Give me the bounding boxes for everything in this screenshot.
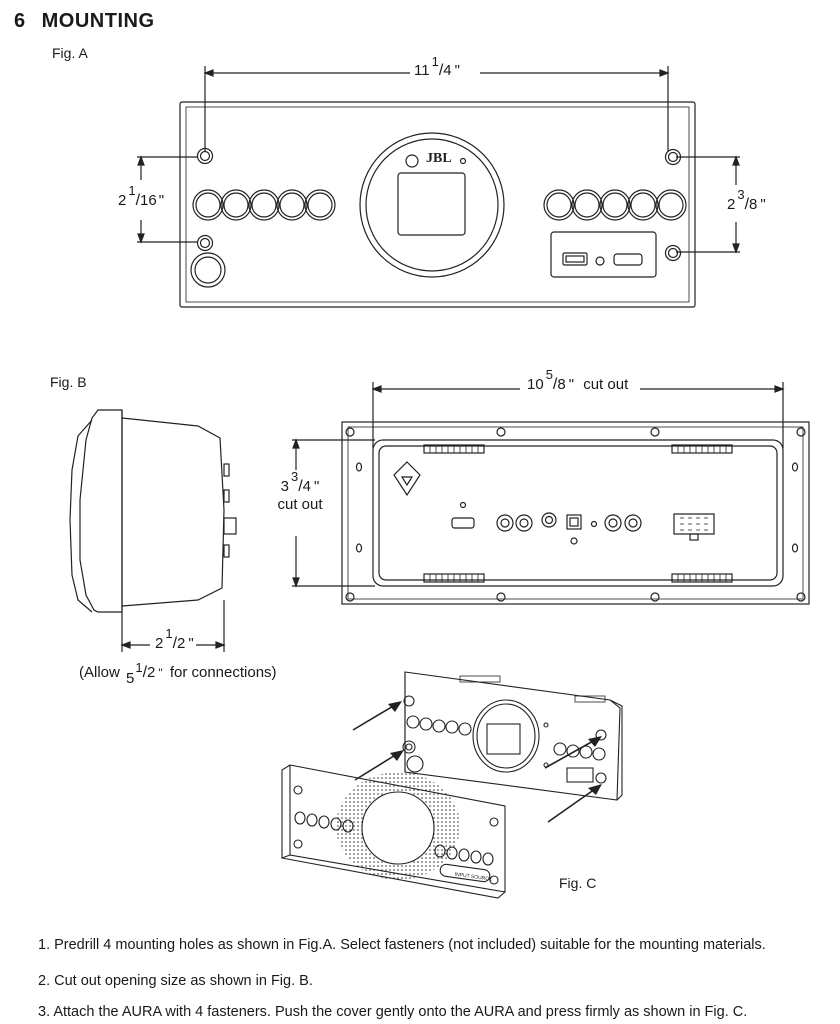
fig-b-cutout-height-dim: 33/4" cut out: [277, 469, 323, 513]
cover-badge-text: INPUT SOURCE: [454, 872, 493, 883]
dial-brand-logo: JBL: [426, 151, 452, 166]
fig-a-left-dim: 21/16": [118, 183, 165, 209]
fig-b-cutout-width-dim: 105/8" cut out: [527, 367, 629, 393]
fig-c-label: Fig. C: [559, 875, 597, 891]
section-heading: MOUNTING: [41, 10, 155, 32]
instruction-2: 2. Cut out opening size as shown in Fig.…: [38, 973, 313, 989]
fig-b-label: Fig. B: [50, 374, 87, 390]
fig-a-label: Fig. A: [52, 45, 88, 61]
fig-a-width-dim: 111/4": [414, 54, 460, 79]
instruction-3: 3. Attach the AURA with 4 fasteners. Pus…: [38, 1004, 748, 1020]
section-number: 6: [14, 10, 26, 32]
section-title: 6 MOUNTING: [14, 10, 155, 33]
instruction-1: 1. Predrill 4 mounting holes as shown in…: [38, 937, 766, 953]
fig-a-right-dim: 23/8": [727, 187, 766, 213]
fig-b-allow-note: (Allow 51/2" for connections): [79, 660, 277, 687]
fig-b-depth-dim: 21/2": [155, 626, 194, 652]
